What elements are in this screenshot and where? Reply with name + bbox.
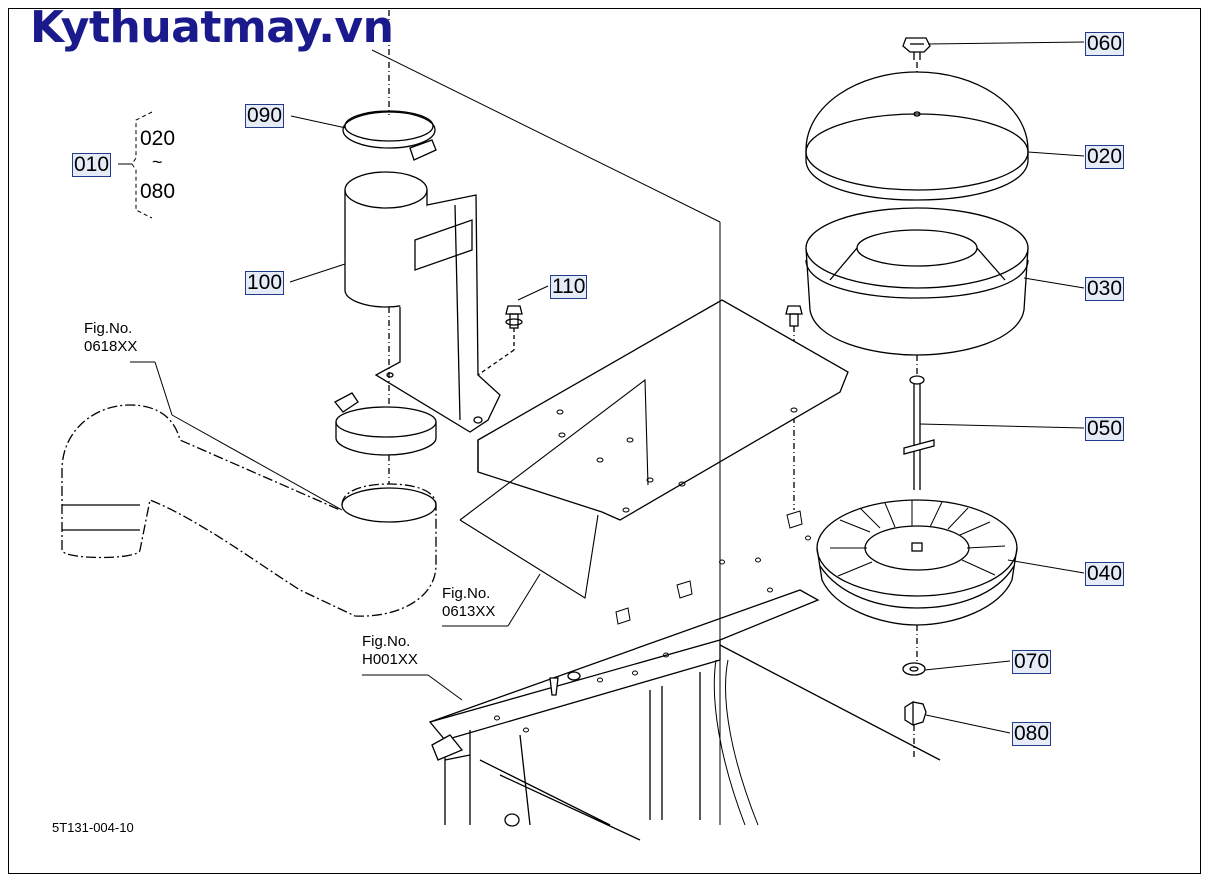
intake-hose: [61, 404, 437, 617]
figref-label: Fig.No.: [362, 633, 411, 650]
nut-080: [904, 701, 927, 726]
figref-number: 0613XX: [442, 603, 496, 620]
frame-structure: [428, 510, 941, 841]
bolt-110: [505, 305, 523, 329]
bracket: [374, 194, 501, 433]
callout-060[interactable]: 060: [1085, 32, 1125, 56]
figref-number: 0618XX: [84, 338, 138, 355]
group-range-from: 020: [140, 127, 176, 150]
leader-lines: [118, 41, 1085, 825]
wing-nut-060: [902, 37, 931, 60]
dust-cup-030: [805, 207, 1029, 356]
bolt-right: [785, 305, 803, 327]
callout-110[interactable]: 110: [550, 275, 588, 299]
figref-0613[interactable]: Fig.No. 0613XX: [442, 585, 495, 621]
figref-label: Fig.No.: [442, 585, 491, 602]
mount-plate: [477, 299, 849, 521]
callout-050[interactable]: 050: [1085, 417, 1125, 441]
clamp-090: [342, 110, 437, 161]
figref-number: H001XX: [362, 651, 418, 668]
callout-080[interactable]: 080: [1012, 722, 1052, 746]
drawing-frame: [8, 8, 1201, 874]
figref-label: Fig.No.: [84, 320, 133, 337]
callout-030[interactable]: 030: [1085, 277, 1125, 301]
group-range-to: 080: [140, 180, 176, 203]
cover-020: [805, 71, 1029, 201]
lower-clamp: [334, 392, 437, 456]
callout-070[interactable]: 070: [1012, 650, 1052, 674]
drawing-number: 5T131-004-10: [52, 820, 134, 835]
figref-H001[interactable]: Fig.No. H001XX: [362, 633, 418, 669]
group-range-tilde: ~: [152, 152, 163, 172]
group-bracket: [131, 111, 153, 219]
figref-0618[interactable]: Fig.No. 0618XX: [84, 320, 137, 356]
pipe-100: [344, 171, 428, 308]
fan-040: [816, 499, 1018, 626]
callout-020[interactable]: 020: [1085, 145, 1125, 169]
stud-050: [903, 375, 935, 490]
callout-010[interactable]: 010: [72, 153, 112, 177]
callout-040[interactable]: 040: [1085, 562, 1125, 586]
washer-070: [902, 662, 926, 676]
callout-100[interactable]: 100: [245, 271, 285, 295]
callout-090[interactable]: 090: [245, 104, 285, 128]
site-logo: Kythuatmay.vn: [30, 2, 394, 53]
